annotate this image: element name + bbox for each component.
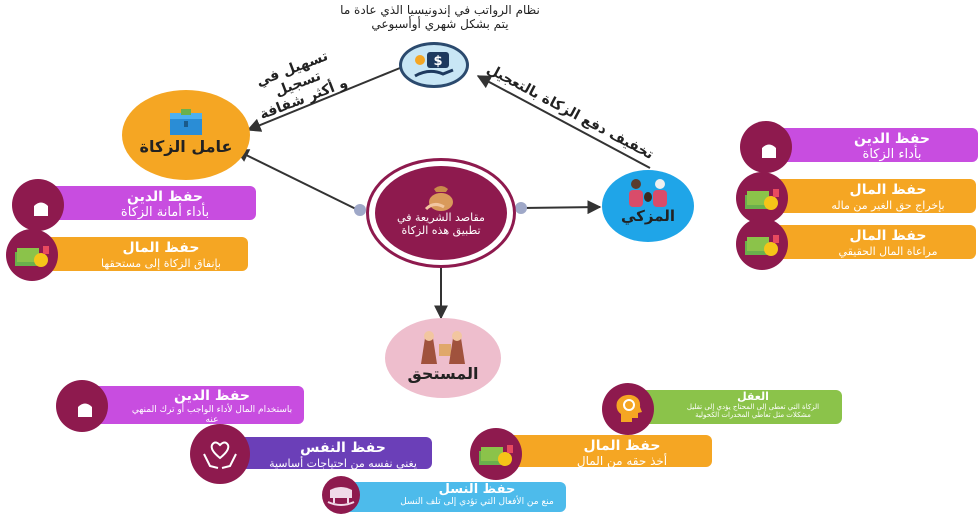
payroll-icon: $ (399, 42, 469, 88)
people-giving-icon (629, 179, 667, 207)
svg-text:$: $ (433, 54, 442, 69)
arrow-payroll-to-amil (246, 67, 401, 132)
money-stack-icon (736, 218, 788, 270)
crescent-mosque-icon (12, 179, 64, 231)
brain-head-icon (602, 383, 654, 435)
connector-dot-left (354, 204, 366, 216)
connector-dot-right (515, 202, 527, 214)
crescent-mosque-icon (740, 121, 792, 173)
center-node: مقاصد الشريعة في تطبيق هذه الزكاة (366, 158, 516, 268)
amil-node: عامل الزكاة (122, 90, 250, 180)
money-stack-icon (470, 428, 522, 480)
crescent-mosque-icon (56, 380, 108, 432)
money-stack-icon (6, 229, 58, 281)
arrow-center-to-amil (234, 149, 359, 211)
amil-label: عامل الزكاة (139, 136, 233, 156)
arrow-muzakki-to-payroll (476, 75, 651, 169)
mustahiq-din-card: حفظ الدين باستخدام المال لأداء الواجب أو… (70, 386, 304, 425)
payroll-note: نظام الرواتب في إندونيسيا الذي عادة ما ي… (300, 3, 580, 32)
arrow-center-to-muzakki (521, 200, 602, 215)
cradle-icon (322, 476, 360, 514)
payroll-note-line1: نظام الرواتب في إندونيسيا الذي عادة ما (340, 3, 540, 17)
mustahiq-node: المستحق (385, 318, 501, 398)
hands-heart-icon (190, 424, 250, 484)
mustahiq-label: المستحق (407, 363, 479, 383)
muzakki-label: المزكي (620, 207, 676, 225)
muzakki-din-card: حفظ الدين بأداء الزكاة (756, 128, 978, 162)
muzakki-node: المزكي (602, 170, 694, 242)
money-stack-icon (736, 172, 788, 224)
mustahiq-nasl-card: حفظ النسل منع من الأفعال التي تؤدي إلى ت… (338, 482, 566, 512)
zakat-box-icon (170, 108, 202, 135)
center-label: مقاصد الشريعة في تطبيق هذه الزكاة (397, 211, 485, 237)
money-bag-icon (424, 186, 453, 211)
amil-mal-card: حفظ المال بإنفاق الزكاة إلى مستحقها (24, 237, 248, 271)
hand-coin-icon: $ (414, 52, 454, 78)
mustahiq-people-icon (421, 330, 465, 364)
payroll-note-line2: يتم بشكل شهري أوأسبوعي (371, 16, 509, 31)
